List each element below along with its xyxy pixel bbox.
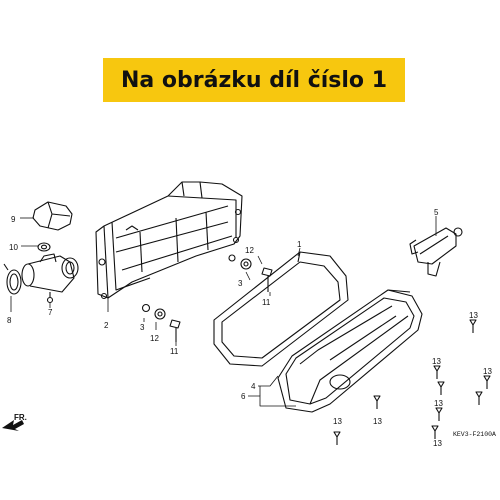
part-label-11-upper: 11	[262, 298, 271, 307]
front-direction-label: FR.	[14, 413, 27, 422]
part-label-7: 7	[48, 308, 53, 317]
part-label-13-g: 13	[433, 439, 442, 448]
part-label-5: 5	[434, 208, 439, 217]
part-label-3-lower: 3	[140, 323, 145, 332]
title-banner-text: Na obrázku díl číslo 1	[120, 67, 388, 93]
part-label-13-e: 13	[434, 399, 443, 408]
hose-clamp-part	[3, 263, 22, 295]
title-banner: Na obrázku díl číslo 1	[103, 58, 405, 102]
front-direction-arrow: FR.	[2, 413, 27, 431]
part-label-12-lower: 12	[150, 334, 159, 343]
breather-tube-part	[409, 227, 463, 277]
part-label-11-lower: 11	[170, 347, 179, 356]
air-cleaner-case-part	[95, 181, 243, 300]
part-label-10: 10	[9, 243, 18, 252]
part-label-8: 8	[7, 316, 12, 325]
clip-part	[37, 242, 51, 252]
part-label-4: 4	[251, 382, 256, 391]
filter-element-part[interactable]	[213, 251, 349, 367]
part-label-9: 9	[11, 215, 16, 224]
fastener-parts	[141, 254, 491, 445]
part-label-13-f: 13	[333, 417, 342, 426]
diagram-reference-code: KEV3-F2100A	[453, 431, 496, 438]
part-label-3: 3	[238, 279, 243, 288]
part-label-13-a: 13	[469, 311, 478, 320]
leader-lines	[10, 216, 437, 407]
part-label-6: 6	[241, 392, 246, 401]
part-label-13-d: 13	[373, 417, 382, 426]
part-label-12-upper: 12	[245, 246, 254, 255]
part-label-2: 2	[104, 321, 109, 330]
part-number-labels: 9 10 8 7 2 1 5 3 12 11 3 12 11 4 6 13 13…	[7, 208, 492, 448]
intake-duct-part	[21, 253, 79, 304]
air-cleaner-cover-part	[277, 289, 423, 413]
part-label-1: 1	[297, 240, 302, 249]
intake-cap-part	[32, 201, 73, 231]
part-label-13-b: 13	[432, 357, 441, 366]
part-label-13-c: 13	[483, 367, 492, 376]
